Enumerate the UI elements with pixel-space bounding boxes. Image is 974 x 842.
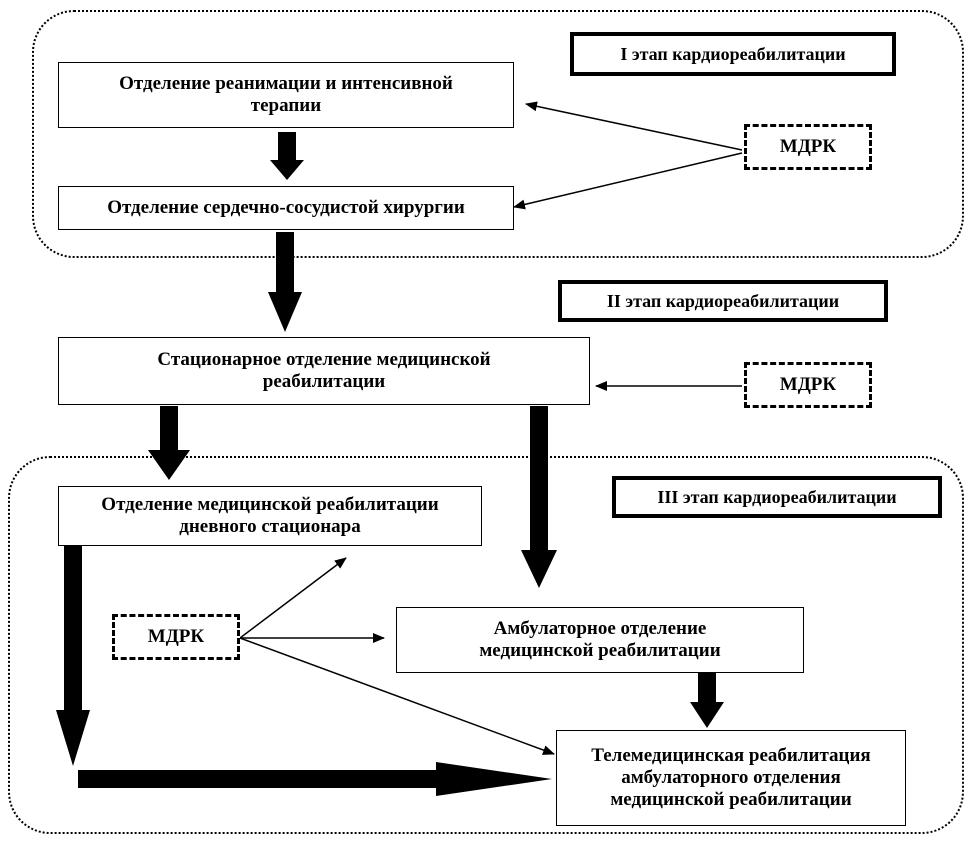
telemedicine-node-line3: медицинской реабилитации — [610, 789, 852, 810]
stage3-zone — [8, 456, 964, 834]
mdrk1-to-icu-arrow — [525, 101, 743, 151]
cardiosurgery-node: Отделение сердечно-сосудистой хирургии — [58, 186, 514, 230]
mdrk-box-stage2: МДРК — [744, 362, 872, 408]
stage2-label: II этап кардиореабилитации — [558, 280, 888, 322]
day-hospital-to-telemedicine-arrow — [78, 762, 552, 796]
mdrk3-to-telemedicine-arrow — [239, 637, 555, 755]
outpatient-node: Амбулаторное отделение медицинской реаби… — [396, 607, 804, 673]
mdrk-box-stage1: МДРК — [744, 124, 872, 170]
inpatient-to-day-hospital-arrow — [148, 406, 190, 480]
icu-node: Отделение реанимации и интенсивной терап… — [58, 62, 514, 128]
inpatient-rehab-node-line1: Стационарное отделение медицинской — [157, 349, 491, 370]
mdrk-box-stage1-label: МДРК — [779, 136, 837, 157]
telemedicine-node-line1: Телемедицинская реабилитация — [591, 745, 871, 766]
stage3-label: III этап кардиореабилитации — [612, 476, 942, 518]
telemedicine-node: Телемедицинская реабилитация амбулаторно… — [556, 730, 906, 826]
outpatient-node-line2: медицинской реабилитации — [479, 640, 721, 661]
stage2-text: II этап кардиореабилитации — [606, 290, 840, 311]
inpatient-rehab-node: Стационарное отделение медицинской реаби… — [58, 337, 590, 405]
icu-node-line2: терапии — [250, 95, 322, 116]
stage1-label: I этап кардиореабилитации — [570, 32, 896, 76]
icu-to-cardiosurgery-arrow — [270, 132, 304, 180]
day-hospital-node-line2: дневного стационара — [179, 516, 361, 537]
day-hospital-down-arrow — [56, 546, 90, 766]
mdrk-box-stage2-label: МДРК — [779, 374, 837, 395]
stage3-text: III этап кардиореабилитации — [657, 486, 897, 507]
mdrk-box-stage3-label: МДРК — [147, 626, 205, 647]
stage1-zone — [32, 10, 964, 258]
outpatient-node-line1: Амбулаторное отделение — [493, 618, 707, 639]
mdrk3-to-day-hospital-arrow — [239, 557, 347, 639]
telemedicine-node-line2: амбулаторного отделения — [621, 767, 841, 788]
outpatient-to-telemedicine-arrow — [690, 672, 724, 728]
mdrk-box-stage3: МДРК — [112, 614, 240, 660]
day-hospital-node-line1: Отделение медицинской реабилитации — [101, 494, 439, 515]
day-hospital-node: Отделение медицинской реабилитации дневн… — [58, 486, 482, 546]
cardiosurgery-node-line1: Отделение сердечно-сосудистой хирургии — [107, 197, 465, 218]
inpatient-rehab-node-line2: реабилитации — [262, 371, 386, 392]
icu-node-line1: Отделение реанимации и интенсивной — [119, 73, 453, 94]
inpatient-to-outpatient-arrow — [521, 406, 557, 588]
stage1-text: I этап кардиореабилитации — [620, 43, 846, 64]
cardiosurgery-to-inpatient-arrow — [268, 232, 302, 332]
mdrk1-to-cardiosurgery-arrow — [513, 152, 743, 210]
